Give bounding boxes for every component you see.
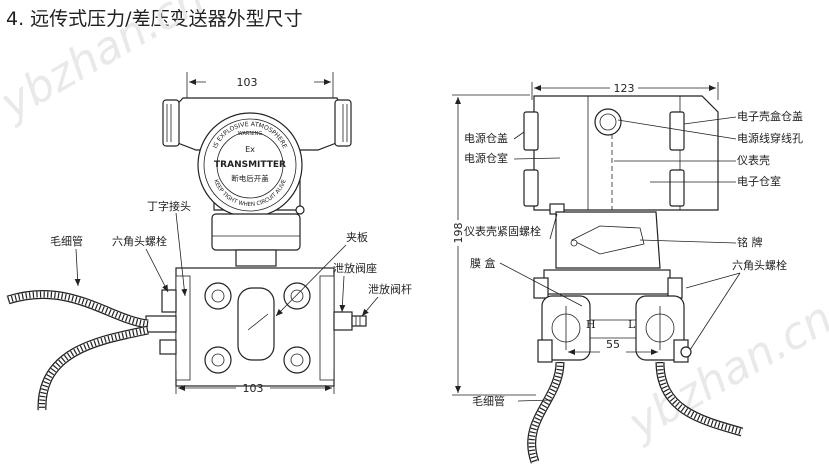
cover-lock-screw xyxy=(295,205,305,215)
nameplate-transmitter: TRANSMITTER xyxy=(214,160,286,170)
hex-bolt-left xyxy=(533,277,549,299)
label-diaphragm-box: 膜 盒 xyxy=(470,256,496,270)
height-dimension: 198 xyxy=(452,94,536,396)
nameplate-warning: WARNING xyxy=(238,131,263,137)
label-instrument-shell: 仪表壳 xyxy=(737,153,770,167)
label-clamp-plate: 夹板 xyxy=(346,230,368,244)
bottom-width-dimension: 103 xyxy=(175,370,335,395)
label-hex-bolt-right: 六角头螺栓 xyxy=(732,258,787,272)
high-side-mark: H xyxy=(586,318,596,331)
electronic-cover xyxy=(669,111,685,151)
label-electronic-cover: 电子壳盒仓盖 xyxy=(737,109,803,123)
center-distance-dimension: 55 xyxy=(568,338,658,355)
label-vent-valve-stem: 泄放阀杆 xyxy=(368,282,412,296)
watermark: ybzhan.cn ybzhan.cn xyxy=(0,0,829,451)
label-shell-screw: 仪表壳紧固螺栓 xyxy=(464,224,541,238)
capillary-hoses-right xyxy=(527,361,744,464)
instrument-shell xyxy=(533,95,719,211)
power-cover xyxy=(523,111,539,151)
right-labels: 电源仓盖 电源仓室 电子壳盒仓盖 电源线穿线孔 仪表壳 电子仓室 仪表壳紧固螺栓… xyxy=(464,109,803,408)
neck xyxy=(211,213,301,251)
label-electronic-chamber: 电子仓室 xyxy=(737,174,781,188)
label-tee-joint: 丁字接头 xyxy=(147,199,191,213)
diaphragm-box xyxy=(543,269,671,295)
width-dimension: 123 xyxy=(531,82,719,100)
page-title: 4. 远传式压力/差压变送器外型尺寸 xyxy=(6,8,303,30)
left-transmitter-view: 103 IS EXPLOSIVE ATMOSPHERE WARNING Ex T… xyxy=(145,72,367,395)
left-labels: 丁字接头 毛细管 六角头螺栓 夹板 泄放阀座 泄放阀杆 xyxy=(50,199,412,317)
bottom-width-value: 103 xyxy=(243,382,264,395)
nameplate-power-off: 断电后开盖 xyxy=(231,173,269,183)
height-value: 198 xyxy=(452,223,465,244)
label-power-chamber: 电源仓室 xyxy=(464,151,508,165)
top-width-dimension: 103 xyxy=(186,72,334,100)
label-vent-valve-seat: 泄放阀座 xyxy=(333,261,377,275)
label-nameplate: 铭 牌 xyxy=(737,235,763,249)
vent-valve-stem xyxy=(351,315,367,327)
tee-joint xyxy=(161,289,177,313)
nameplate-plate xyxy=(571,225,645,255)
width-value: 123 xyxy=(614,82,635,95)
right-transmitter-view: 123 198 xyxy=(452,82,719,396)
tee-joint-lower xyxy=(159,339,177,355)
center-distance-value: 55 xyxy=(606,338,620,351)
label-power-cover: 电源仓盖 xyxy=(464,131,508,145)
label-capillary: 毛细管 xyxy=(50,234,83,248)
capillary-hoses-left xyxy=(6,290,149,411)
top-width-value: 103 xyxy=(237,76,258,89)
low-side-mark: L xyxy=(628,318,636,331)
label-capillary-right: 毛细管 xyxy=(472,394,505,408)
nameplate-ex: Ex xyxy=(245,145,255,154)
label-cable-hole: 电源线穿线孔 xyxy=(737,131,803,145)
hex-bolt-right xyxy=(667,277,683,299)
capillary-fitting xyxy=(145,315,177,333)
vent-valve-seat xyxy=(333,311,353,331)
label-hex-bolt: 六角头螺栓 xyxy=(112,234,167,248)
neck-lower xyxy=(235,249,277,267)
